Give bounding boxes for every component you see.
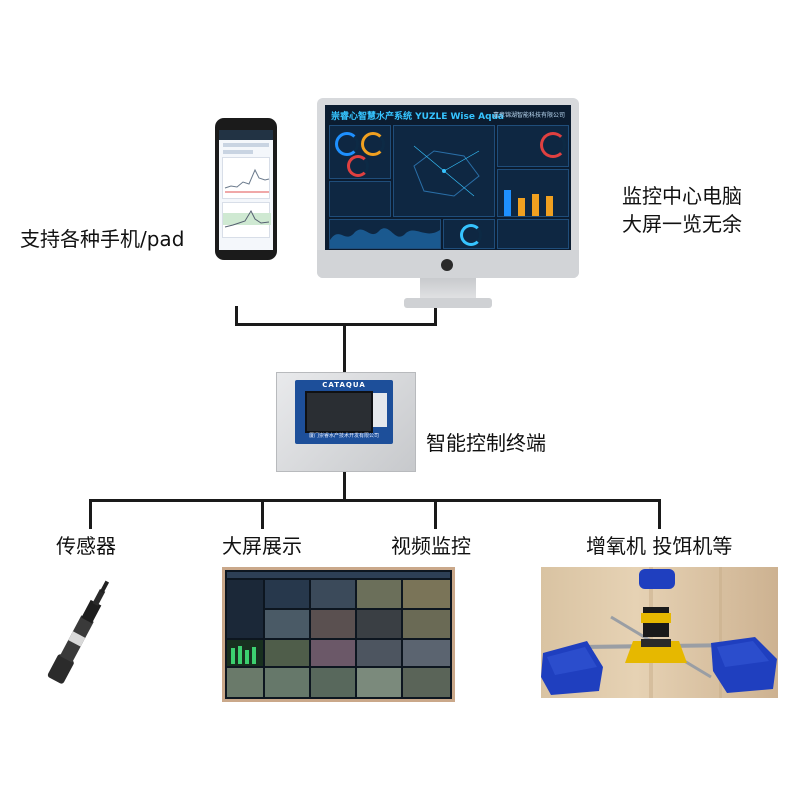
monitor-device: 崇睿心智慧水产系统 YUZLE Wise Aqua 嘉意锦湖智能科技有限公司 [317,98,579,278]
label-video: 视频监控 [391,534,471,558]
monitor-stand [420,278,476,300]
label-big-screen: 大屏展示 [222,534,302,558]
phone-screen [219,130,273,250]
connector-from-terminal [343,470,346,500]
apple-logo-icon [441,259,453,271]
label-monitor-line1: 监控中心电脑 [622,184,742,208]
connector-to-terminal [343,323,346,373]
phone-device [215,118,277,260]
control-terminal-device: CATAQUA 厦门崇睿水产技术开发有限公司 [276,372,416,472]
label-monitor-line2: 大屏一览无余 [622,212,742,236]
aerator-feeder-image [541,567,778,698]
phone-chart-2 [222,202,271,238]
terminal-lcd [305,391,373,433]
label-phone: 支持各种手机/pad [20,227,185,251]
connector-to-sensor [89,499,92,529]
connector-to-aerator [658,499,661,529]
phone-chart-1 [222,157,270,199]
label-terminal: 智能控制终端 [426,431,546,455]
label-sensor: 传感器 [56,534,116,558]
connector-bottom-horizontal [89,499,661,502]
connector-to-video [434,499,437,529]
dashboard-company: 嘉意锦湖智能科技有限公司 [492,112,565,119]
connector-to-bigscreen [261,499,264,529]
connector-phone-down [235,306,238,326]
monitor-dashboard-screen: 崇睿心智慧水产系统 YUZLE Wise Aqua 嘉意锦湖智能科技有限公司 [325,105,571,250]
dashboard-title: 崇睿心智慧水产系统 YUZLE Wise Aqua [331,112,504,122]
connector-monitor-down [434,306,437,326]
big-screen-display-image [222,567,455,702]
terminal-brand: CATAQUA [322,381,366,389]
label-aerator: 增氧机 投饵机等 [586,534,733,558]
sensor-probe-image [20,575,140,695]
terminal-company: 厦门崇睿水产技术开发有限公司 [308,433,379,439]
monitor-stand-base [404,298,492,308]
connector-top-horizontal [235,323,437,326]
